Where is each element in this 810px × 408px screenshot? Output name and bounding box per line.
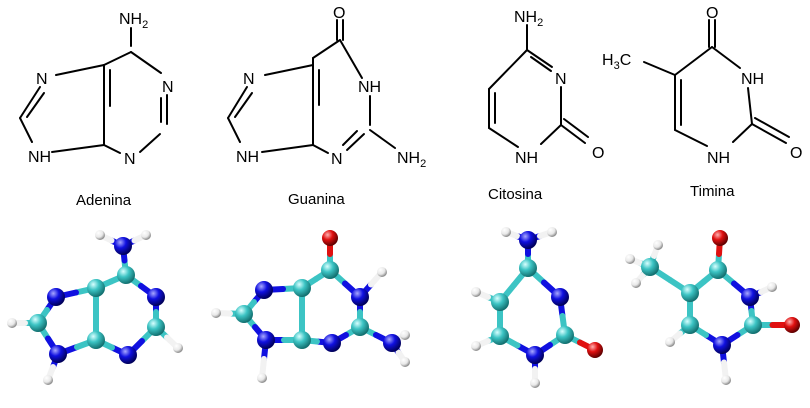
guanine-n7-label: N bbox=[243, 71, 255, 88]
thymine-atom-carbon bbox=[681, 316, 699, 334]
adenine-3d-model bbox=[7, 230, 183, 385]
thymine-atom-nitrogen bbox=[741, 288, 759, 306]
adenine-structure: NH2 N N N NH Adenina bbox=[19, 11, 174, 209]
thymine-atom-carbon bbox=[744, 316, 762, 334]
guanine-atom-carbon bbox=[293, 279, 311, 297]
cytosine-atom-hydrogen bbox=[471, 287, 481, 297]
cytosine-atom-nitrogen bbox=[526, 346, 544, 364]
adenine-n7-label: N bbox=[36, 71, 48, 88]
adenine-amino-label: NH2 bbox=[119, 11, 148, 31]
cytosine-atom-hydrogen bbox=[501, 227, 511, 237]
guanine-n3-label: N bbox=[331, 151, 343, 168]
adenine-atom-carbon bbox=[29, 314, 47, 332]
guanine-o6-label: O bbox=[333, 5, 345, 22]
thymine-o2-label: O bbox=[790, 145, 802, 162]
thymine-atom-nitrogen bbox=[713, 336, 731, 354]
guanine-atom-carbon bbox=[321, 261, 339, 279]
guanine-atom-carbon bbox=[351, 318, 369, 336]
guanine-atom-nitrogen bbox=[255, 281, 273, 299]
adenine-atom-carbon bbox=[87, 331, 105, 349]
cytosine-atom-hydrogen bbox=[530, 378, 540, 388]
thymine-atom-carbon bbox=[641, 258, 659, 276]
thymine-atom-hydrogen bbox=[767, 282, 777, 292]
thymine-nh1-label: NH bbox=[707, 150, 730, 167]
adenine-atom-hydrogen bbox=[173, 343, 183, 353]
adenine-atom-hydrogen bbox=[7, 318, 17, 328]
adenine-n1-label: N bbox=[162, 79, 174, 96]
guanine-atom-nitrogen bbox=[257, 331, 275, 349]
adenine-atom-hydrogen bbox=[141, 230, 151, 240]
guanine-nh1-label: NH bbox=[358, 79, 381, 96]
adenine-atom-nitrogen bbox=[47, 288, 65, 306]
adenine-atom-nitrogen bbox=[49, 345, 67, 363]
thymine-atom-hydrogen bbox=[665, 337, 675, 347]
adenine-atom-nitrogen bbox=[119, 346, 137, 364]
guanine-atom-nitrogen bbox=[323, 334, 341, 352]
guanine-amino-label: NH2 bbox=[397, 150, 426, 170]
guanine-atom-nitrogen bbox=[383, 334, 401, 352]
cytosine-structure: NH2 N O NH Citosina bbox=[488, 9, 604, 203]
thymine-o4-label: O bbox=[706, 5, 718, 22]
guanine-atom-hydrogen bbox=[377, 267, 387, 277]
adenine-atom-nitrogen bbox=[147, 288, 165, 306]
adenine-atom-carbon bbox=[117, 266, 135, 284]
thymine-structure: H3C O NH O NH Timina bbox=[602, 5, 802, 200]
adenine-n3-label: N bbox=[124, 151, 136, 168]
cytosine-atom-carbon bbox=[556, 326, 574, 344]
guanine-atom-hydrogen bbox=[257, 373, 267, 383]
thymine-atom-hydrogen bbox=[721, 375, 731, 385]
thymine-3d-model bbox=[625, 230, 800, 385]
thymine-atom-carbon bbox=[681, 284, 699, 302]
guanine-caption: Guanina bbox=[288, 191, 345, 208]
thymine-methyl-label: H3C bbox=[602, 52, 631, 72]
cytosine-atom-nitrogen bbox=[551, 288, 569, 306]
guanine-atom-hydrogen bbox=[400, 357, 410, 367]
cytosine-caption: Citosina bbox=[488, 186, 543, 203]
cytosine-atom-carbon bbox=[491, 327, 509, 345]
cytosine-atom-carbon bbox=[491, 293, 509, 311]
adenine-atom-carbon bbox=[147, 318, 165, 336]
cytosine-amino-label: NH2 bbox=[514, 9, 543, 29]
adenine-atom-hydrogen bbox=[95, 230, 105, 240]
guanine-atom-nitrogen bbox=[351, 288, 369, 306]
cytosine-nh1-label: NH bbox=[515, 150, 538, 167]
cytosine-o2-label: O bbox=[592, 145, 604, 162]
cytosine-atom-hydrogen bbox=[547, 227, 557, 237]
adenine-atom-hydrogen bbox=[43, 375, 53, 385]
guanine-atom-carbon bbox=[293, 331, 311, 349]
cytosine-atom-hydrogen bbox=[471, 341, 481, 351]
thymine-caption: Timina bbox=[690, 183, 735, 200]
cytosine-atom-carbon bbox=[519, 259, 537, 277]
cytosine-n3-label: N bbox=[555, 71, 567, 88]
adenine-nh9-label: NH bbox=[28, 149, 51, 166]
guanine-atom-oxygen bbox=[322, 230, 338, 246]
thymine-atom-oxygen bbox=[784, 317, 800, 333]
thymine-atom-hydrogen bbox=[631, 278, 641, 288]
cytosine-3d-model bbox=[471, 227, 603, 388]
thymine-nh3-label: NH bbox=[741, 71, 764, 88]
guanine-nh9-label: NH bbox=[236, 149, 259, 166]
adenine-atom-carbon bbox=[87, 279, 105, 297]
thymine-atom-hydrogen bbox=[625, 254, 635, 264]
guanine-structure: O NH N NH2 N NH Guanina bbox=[227, 5, 426, 208]
guanine-atom-carbon bbox=[235, 305, 253, 323]
thymine-atom-oxygen bbox=[712, 230, 728, 246]
thymine-atom-carbon bbox=[709, 261, 727, 279]
guanine-atom-hydrogen bbox=[400, 330, 410, 340]
cytosine-atom-nitrogen bbox=[519, 231, 537, 249]
ball-and-stick-models bbox=[7, 227, 800, 388]
adenine-atom-nitrogen bbox=[114, 237, 132, 255]
guanine-3d-model bbox=[211, 230, 410, 383]
cytosine-atom-oxygen bbox=[587, 342, 603, 358]
adenine-caption: Adenina bbox=[76, 192, 132, 209]
thymine-atom-hydrogen bbox=[653, 240, 663, 250]
guanine-atom-hydrogen bbox=[211, 308, 221, 318]
